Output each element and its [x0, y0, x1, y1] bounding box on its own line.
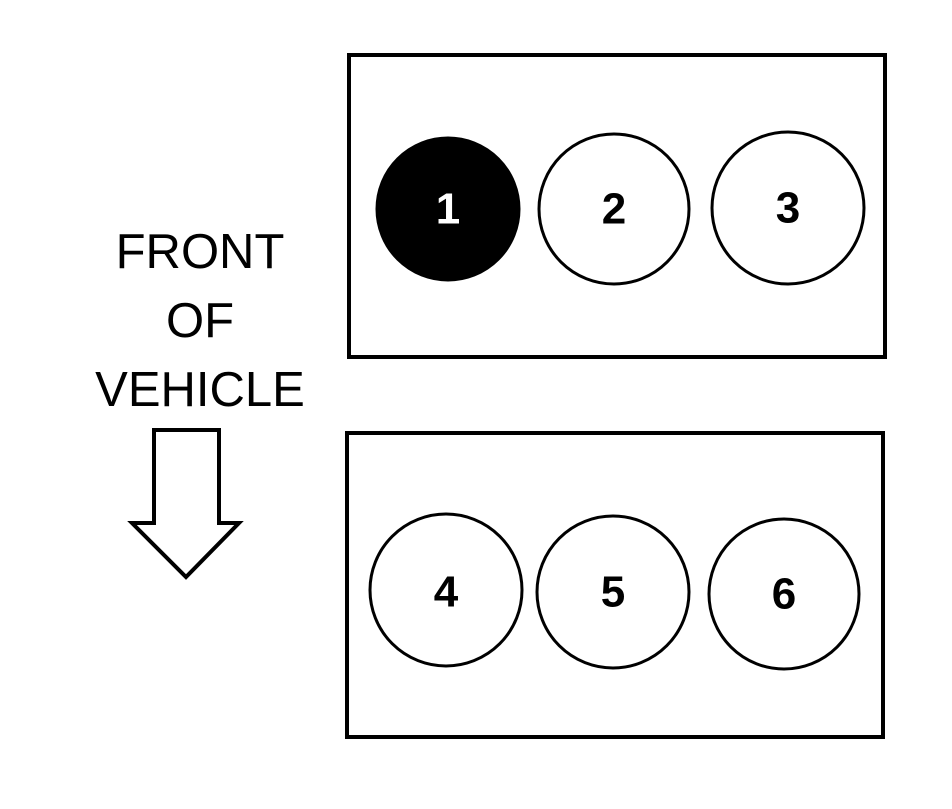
cylinder-1-circle	[375, 136, 521, 282]
front-of-vehicle-label: FRONT OF VEHICLE	[60, 218, 340, 425]
upper-cylinder-bank: 1 2 3	[347, 53, 887, 359]
cylinder-5-number: 5	[601, 568, 625, 617]
cylinder-4-circle	[368, 512, 524, 668]
front-label-line-2: OF	[165, 294, 235, 348]
front-label-line-1: FRONT	[115, 225, 285, 279]
cylinder-2: 2	[537, 132, 691, 286]
lower-cylinder-bank: 4 5 6	[345, 431, 885, 739]
cylinder-6-number: 6	[772, 570, 796, 619]
cylinder-6-circle	[707, 517, 861, 671]
cylinder-2-number: 2	[602, 185, 626, 234]
upper-bank-outline	[347, 53, 887, 359]
cylinder-4: 4	[368, 512, 524, 668]
cylinder-5: 5	[535, 514, 691, 670]
cylinder-6: 6	[707, 517, 861, 671]
front-label-line-3: VEHICLE	[95, 363, 305, 417]
down-arrow-icon	[127, 428, 244, 580]
cylinder-5-circle	[535, 514, 691, 670]
cylinder-4-number: 4	[434, 568, 459, 617]
cylinder-1: 1	[375, 136, 521, 282]
cylinder-3-number: 3	[776, 184, 800, 233]
cylinder-3: 3	[710, 130, 866, 286]
cylinder-1-number: 1	[436, 185, 460, 234]
cylinder-3-circle	[710, 130, 866, 286]
lower-bank-outline	[345, 431, 885, 739]
cylinder-2-circle	[537, 132, 691, 286]
